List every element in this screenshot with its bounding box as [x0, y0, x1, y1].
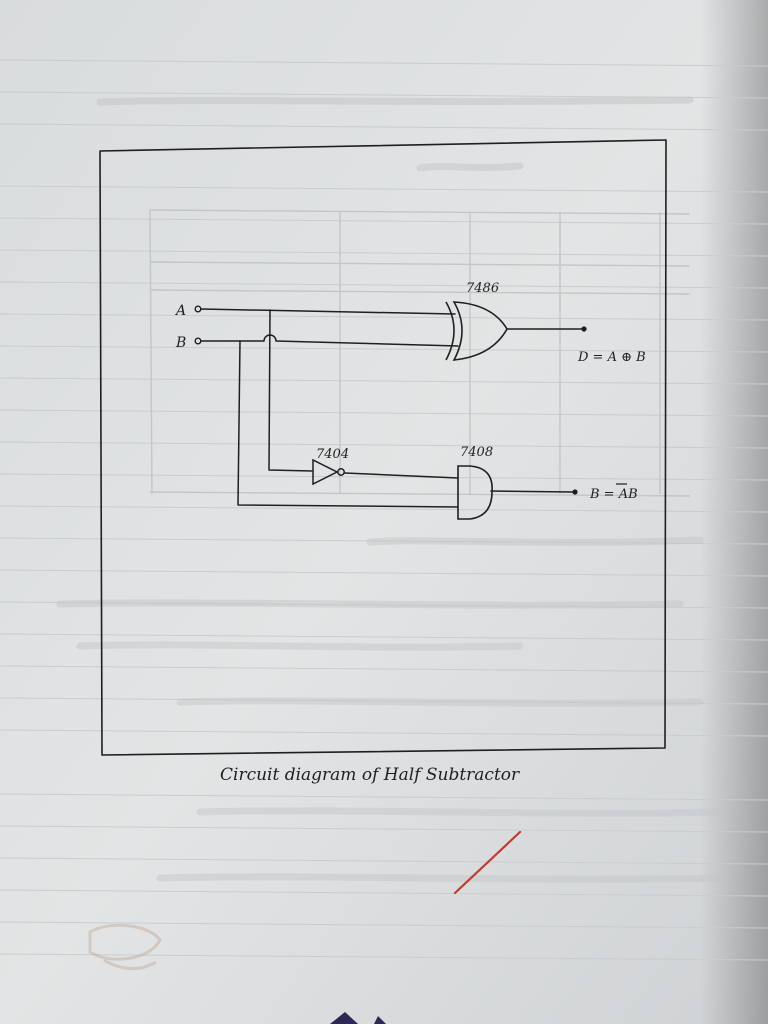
- input-b-label: B: [175, 335, 186, 351]
- wire-not-to-and: [344, 472, 459, 479]
- xor-gate: [445, 301, 508, 361]
- difference-output-terminal: [581, 326, 587, 332]
- binder-tab-small: [374, 1016, 386, 1024]
- bleed-through-text: [56, 96, 724, 883]
- not-gate: [312, 458, 345, 486]
- binder-tab: [330, 1012, 358, 1024]
- diagram-caption: Circuit diagram of Half Subtractor: [220, 765, 520, 785]
- wire-a-to-xor: [200, 308, 456, 315]
- not-body: [312, 458, 339, 486]
- xor-body: [452, 301, 508, 361]
- faint-stamp: [88, 923, 162, 970]
- xor-gate-label: 7486: [466, 281, 499, 296]
- and-gate: [457, 465, 493, 520]
- borrow-output-prefix: B =: [589, 487, 619, 502]
- wire-a-to-not: [268, 309, 313, 472]
- xor-extra-curve: [445, 301, 455, 361]
- wire-b-to-and: [237, 340, 459, 508]
- input-a-label: A: [174, 303, 186, 319]
- difference-output-label: D = A ⊕ B: [577, 350, 646, 365]
- not-bubble: [337, 468, 345, 476]
- not-gate-label: 7404: [316, 447, 349, 462]
- bleed-through-table: [149, 209, 691, 497]
- red-check-mark: [453, 830, 522, 895]
- diagram-frame: [99, 139, 667, 756]
- borrow-output-label: B = AB: [589, 487, 638, 502]
- and-gate-label: 7408: [460, 445, 493, 460]
- wire-and-output: [490, 490, 574, 493]
- borrow-output-term: AB: [618, 487, 638, 502]
- borrow-output-terminal: [572, 489, 578, 495]
- circuit-wires: [200, 308, 584, 508]
